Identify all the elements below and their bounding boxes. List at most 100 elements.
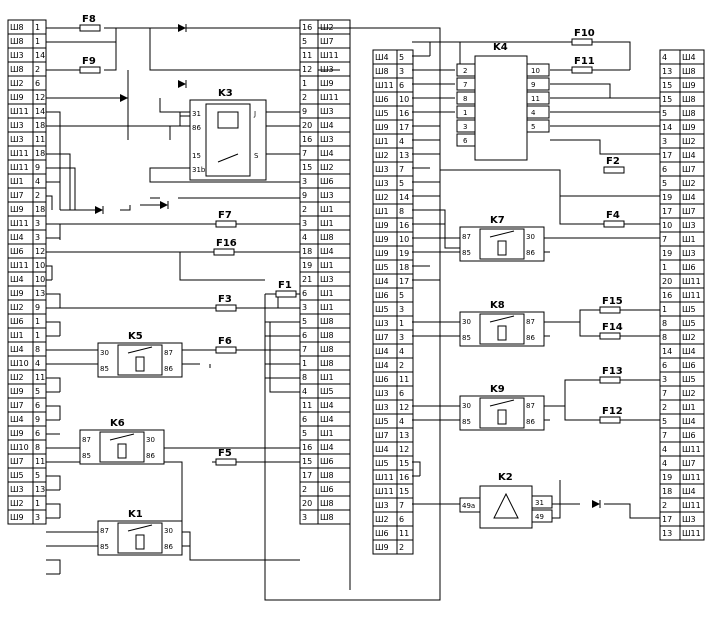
connector-cell: 3: [662, 375, 667, 384]
k4-pin-box: [456, 91, 476, 105]
connector-cell: 4: [662, 445, 667, 454]
connector-cell: 16: [399, 473, 409, 482]
k4-pin-box: [526, 77, 550, 91]
relay-pin: 85: [100, 365, 109, 373]
fuse-f9: F9: [79, 56, 101, 74]
relay-label: K3: [218, 88, 233, 99]
connector-cell: Ш1: [320, 261, 334, 270]
connector-cell: Ш4: [682, 487, 696, 496]
connector-cell: Ш1: [682, 403, 696, 412]
connector-cell: Ш1: [10, 177, 24, 186]
connector-cell: Ш1: [682, 235, 696, 244]
connector-cell: 2: [302, 205, 307, 214]
fuse-body: [213, 248, 235, 256]
connector-cell: 4: [302, 233, 307, 242]
fuse-body: [603, 166, 625, 174]
diode-icon: [95, 206, 104, 214]
connector-cell: Ш3: [320, 275, 334, 284]
k4-pin-box: [456, 133, 476, 147]
connector-cell: Ш7: [10, 457, 24, 466]
connector-cell: 6: [302, 331, 307, 340]
fuse-f7: F7: [215, 210, 237, 228]
connector-cell: Ш10: [10, 359, 29, 368]
relay-pin: 85: [462, 418, 471, 426]
connector-cell: Ш3: [375, 319, 389, 328]
connector-cell: 6: [35, 401, 40, 410]
connector-cell: 18: [35, 121, 45, 130]
connector-cell: Ш6: [375, 375, 389, 384]
k4-pin-box: [526, 119, 550, 133]
connector-cell: Ш9: [10, 93, 24, 102]
connector-cell: 19: [662, 473, 672, 482]
connector-cell: Ш10: [10, 443, 29, 452]
connector-cell: 5: [399, 179, 404, 188]
connector-cell: Ш5: [375, 459, 389, 468]
connector-cell: 9: [302, 107, 307, 116]
connector-cell: Ш9: [10, 429, 24, 438]
fuse-body: [215, 458, 237, 466]
connector-cell: 13: [35, 289, 45, 298]
connector-cell: 1: [35, 23, 40, 32]
relay-label: K2: [498, 472, 513, 483]
connector-cell: Ш11: [320, 93, 339, 102]
connector-cell: Ш11: [682, 529, 701, 538]
relay-pin: 30: [526, 233, 535, 241]
connector-cell: 16: [302, 135, 312, 144]
connector-cell: 8: [662, 319, 667, 328]
connector-cell: 5: [302, 429, 307, 438]
diode-triangle: [95, 206, 103, 214]
connector-cell: 13: [662, 67, 672, 76]
connector-cell: Ш6: [10, 247, 24, 256]
relay-contact: [109, 433, 135, 441]
connector-cell: Ш8: [320, 471, 334, 480]
fuse-body: [215, 304, 237, 312]
connector-cell: 15: [399, 459, 409, 468]
connector-cell: 4: [662, 459, 667, 468]
fuse-f11: F11: [571, 56, 595, 74]
fuse-body: [275, 290, 297, 298]
connector-cell: Ш3: [375, 179, 389, 188]
connector-cell: Ш8: [320, 317, 334, 326]
connector-cell: 16: [399, 109, 409, 118]
connector-cell: 7: [662, 235, 667, 244]
diode-icon: [178, 80, 187, 88]
connector-cell: Ш2: [682, 389, 696, 398]
fuse-body: [571, 38, 593, 46]
diode-icon: [178, 24, 187, 32]
diode-icon: [120, 94, 129, 102]
connector-cell: 6: [399, 81, 404, 90]
relay-pin: 30: [462, 402, 471, 410]
relay-pin: 2: [463, 67, 467, 75]
relay-pin: 87: [164, 349, 173, 357]
relay-contact: [489, 315, 515, 323]
relay-pin: 49a: [462, 502, 475, 510]
connector-cell: Ш2: [682, 179, 696, 188]
connector-cell: Ш9: [375, 123, 389, 132]
connector-cell: Ш4: [682, 53, 696, 62]
fuse-label: F4: [606, 210, 620, 221]
connector-cell: Ш8: [320, 331, 334, 340]
connector-cell: Ш2: [10, 303, 24, 312]
connector-cell: Ш4: [375, 361, 389, 370]
fuse-label: F7: [218, 210, 232, 221]
connector-cell: Ш6: [320, 177, 334, 186]
connector-cell: Ш2: [10, 499, 24, 508]
connector-cell: 21: [302, 275, 312, 284]
relay-pin: 85: [462, 249, 471, 257]
connector-cell: 1: [662, 305, 667, 314]
connector-cell: 4: [302, 387, 307, 396]
k4-pin-box: [526, 105, 550, 119]
connector-cell: 3: [399, 333, 404, 342]
connector-cell: Ш11: [375, 487, 394, 496]
connector-cell: 19: [399, 249, 409, 258]
connector-cell: 3: [35, 233, 40, 242]
connector-cell: Ш11: [682, 291, 701, 300]
connector-cell: 2: [399, 543, 404, 552]
fuse-f1: F1: [275, 280, 297, 298]
connector-cell: 1: [35, 37, 40, 46]
connector-cell: 6: [35, 79, 40, 88]
